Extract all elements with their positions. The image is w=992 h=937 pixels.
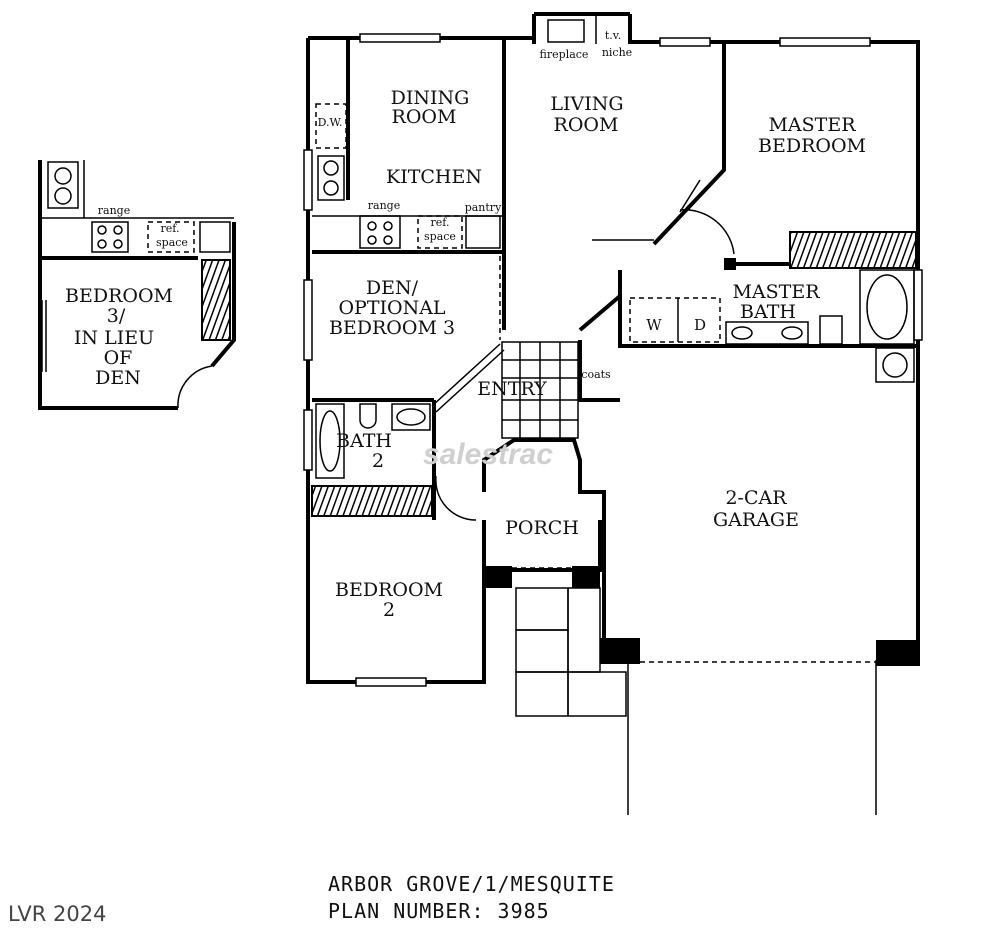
entry-stair-tiles bbox=[501, 341, 579, 439]
label-living-room-2: ROOM bbox=[554, 114, 619, 136]
label-garage: 2-CAR bbox=[725, 487, 787, 509]
caption-community: ARBOR GROVE/1/MESQUITE bbox=[328, 872, 615, 896]
label-master-bedroom: MASTER bbox=[768, 114, 856, 136]
label-porch: PORCH bbox=[505, 517, 579, 539]
label-living-room: LIVING bbox=[550, 93, 623, 115]
label-bedroom-2: BEDROOM bbox=[335, 579, 443, 601]
bedroom2-closet bbox=[311, 485, 433, 517]
label-alt-bedroom: BEDROOM bbox=[65, 285, 173, 307]
label-bath-2: BATH bbox=[336, 430, 392, 452]
alt-bedroom-inset bbox=[38, 160, 236, 410]
label-pantry: pantry bbox=[465, 201, 502, 214]
label-dw: D.W. bbox=[318, 116, 343, 129]
label-alt-bedroom-5: DEN bbox=[95, 367, 141, 389]
label-dining-room-2: ROOM bbox=[392, 106, 457, 128]
label-tv: t.v. bbox=[605, 29, 621, 42]
label-alt-range: range bbox=[98, 204, 130, 217]
label-den: DEN/ bbox=[366, 277, 419, 299]
label-fireplace: fireplace bbox=[540, 48, 589, 61]
label-alt-ref: ref. bbox=[161, 222, 180, 235]
label-range: range bbox=[368, 199, 400, 212]
label-alt-bedroom-3: IN LIEU bbox=[74, 327, 154, 349]
label-den-2: OPTIONAL bbox=[338, 297, 445, 319]
windows bbox=[303, 33, 923, 687]
caption-plan-number: PLAN NUMBER: 3985 bbox=[328, 899, 550, 923]
label-ref-space: space bbox=[424, 230, 456, 243]
label-alt-ref-space: space bbox=[156, 236, 188, 249]
label-kitchen: KITCHEN bbox=[386, 166, 482, 188]
bath-fixtures bbox=[315, 258, 915, 479]
label-niche: niche bbox=[602, 46, 632, 59]
label-den-3: BEDROOM 3 bbox=[329, 317, 455, 339]
label-ref: ref. bbox=[431, 216, 450, 229]
label-master-bath: MASTER bbox=[732, 281, 820, 303]
fixture-labels: fireplace t.v. niche D.W. range ref. spa… bbox=[98, 29, 706, 381]
label-coats: coats bbox=[581, 368, 611, 381]
label-washer: W bbox=[646, 316, 662, 334]
label-alt-bedroom-4: OF bbox=[104, 347, 133, 369]
label-master-bath-2: BATH bbox=[740, 301, 796, 323]
room-labels: DINING ROOM LIVING ROOM MASTER BEDROOM K… bbox=[65, 87, 866, 621]
lvr-copyright-mark: LVR 2024 bbox=[8, 902, 106, 926]
label-dryer: D bbox=[694, 316, 706, 334]
watermark: salestrac bbox=[423, 438, 553, 471]
label-dining-room: DINING bbox=[391, 87, 470, 109]
label-garage-2: GARAGE bbox=[713, 509, 799, 531]
label-entry: ENTRY bbox=[477, 378, 547, 400]
label-master-bedroom-2: BEDROOM bbox=[758, 135, 866, 157]
label-alt-bedroom-2: 3/ bbox=[107, 305, 126, 327]
kitchen-fixtures bbox=[312, 103, 502, 249]
label-bedroom-2-num: 2 bbox=[383, 599, 395, 621]
label-bath-2-num: 2 bbox=[372, 450, 384, 472]
master-closet bbox=[789, 231, 917, 269]
